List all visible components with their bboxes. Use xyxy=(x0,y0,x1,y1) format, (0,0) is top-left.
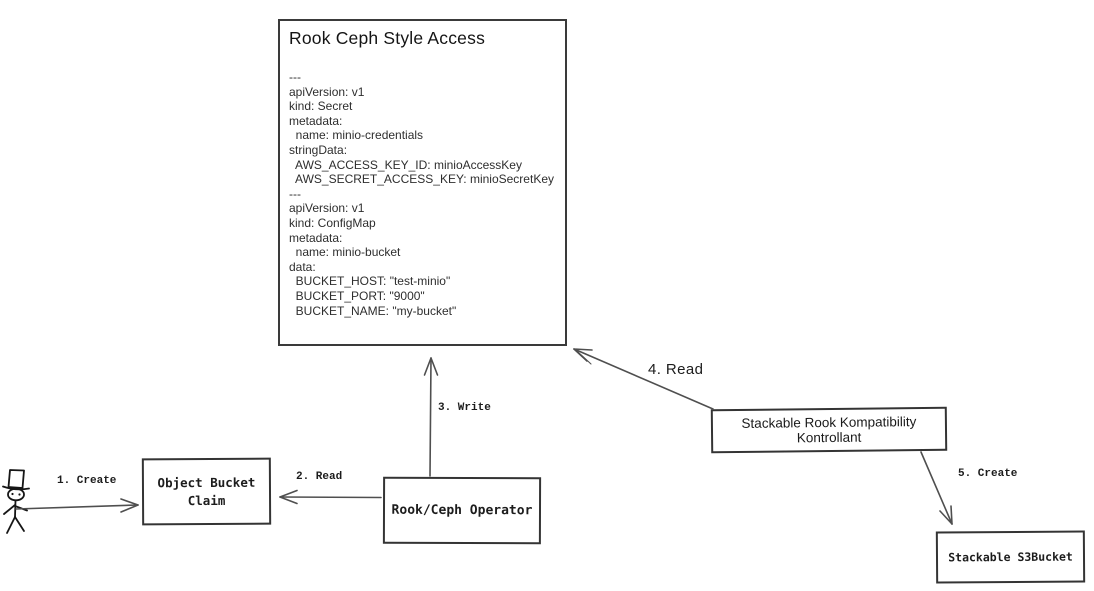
edge-label-5-create: 5. Create xyxy=(958,468,1018,480)
arrow-head xyxy=(279,489,298,505)
arrow-head xyxy=(423,357,439,376)
yaml-line: metadata: xyxy=(289,230,343,245)
yaml-line: data: xyxy=(289,259,316,274)
arrow-3-write xyxy=(423,357,439,477)
actor-hat xyxy=(7,469,25,489)
arrow-4-read xyxy=(573,348,714,410)
actor-eye-right xyxy=(18,493,21,496)
node-label-line1: Object Bucket xyxy=(157,474,256,490)
arrow-5-create xyxy=(920,451,953,525)
yaml-line: name: minio-credentials xyxy=(289,128,424,143)
arrow-head-sketch-stroke xyxy=(577,351,592,365)
actor-head xyxy=(7,487,25,502)
node-label-line2: Claim xyxy=(187,492,226,508)
edge-label-4-read: 4. Read xyxy=(648,361,704,378)
arrow-line xyxy=(573,348,714,410)
yaml-line: AWS_ACCESS_KEY_ID: minioAccessKey xyxy=(289,157,522,172)
actor-eye-left xyxy=(11,492,14,496)
edge-label-3-write: 3. Write xyxy=(438,402,491,414)
arrow-line xyxy=(15,504,139,510)
yaml-line: apiVersion: v1 xyxy=(289,201,365,216)
arrow-head xyxy=(120,498,139,513)
yaml-line: kind: ConfigMap xyxy=(289,215,376,230)
node-title: Rook Ceph Style Access xyxy=(289,28,486,48)
arrow-2-read xyxy=(279,489,382,505)
edge-label-2-read: 2. Read xyxy=(296,471,343,483)
yaml-line: BUCKET_HOST: "test-minio" xyxy=(289,274,451,289)
node-rook-ceph-operator[interactable]: Rook/Ceph Operator xyxy=(382,476,542,545)
actor-arm-left xyxy=(3,504,16,515)
yaml-line: AWS_SECRET_ACCESS_KEY: minioSecretKey xyxy=(289,172,554,187)
yaml-line: kind: Secret xyxy=(289,99,353,114)
edge-label-1-create: 1. Create xyxy=(57,475,117,487)
node-stackable-s3bucket[interactable]: Stackable S3Bucket xyxy=(935,530,1086,584)
yaml-line: --- xyxy=(289,186,301,201)
yaml-line: metadata: xyxy=(289,113,343,128)
node-label: Stackable Rook Kompatibility Kontrollant xyxy=(741,414,917,446)
yaml-line: BUCKET_NAME: "my-bucket" xyxy=(289,303,457,318)
yaml-line: apiVersion: v1 xyxy=(289,84,365,99)
arrow-line xyxy=(279,496,382,499)
user-actor-icon[interactable] xyxy=(2,469,30,534)
yaml-line: --- xyxy=(289,70,301,84)
actor-leg-right xyxy=(14,516,25,532)
yaml-line: stringData: xyxy=(289,142,348,157)
node-object-bucket-claim[interactable]: Object Bucket Claim xyxy=(141,457,272,526)
node-label: Stackable S3Bucket xyxy=(948,549,1073,565)
arrow-1-create xyxy=(15,498,139,513)
node-rook-ceph-style-access[interactable]: Rook Ceph Style Access ---apiVersion: v1… xyxy=(278,19,567,346)
arrow-line xyxy=(920,451,953,525)
actor-leg-left xyxy=(6,516,16,534)
node-stackable-kontrollant[interactable]: Stackable Rook Kompatibility Kontrollant xyxy=(710,406,948,454)
yaml-line: name: minio-bucket xyxy=(289,245,401,260)
arrow-head xyxy=(939,505,953,525)
yaml-line: BUCKET_PORT: "9000" xyxy=(289,288,425,303)
node-label: Rook/Ceph Operator xyxy=(391,502,533,519)
arrow-line xyxy=(429,357,432,477)
